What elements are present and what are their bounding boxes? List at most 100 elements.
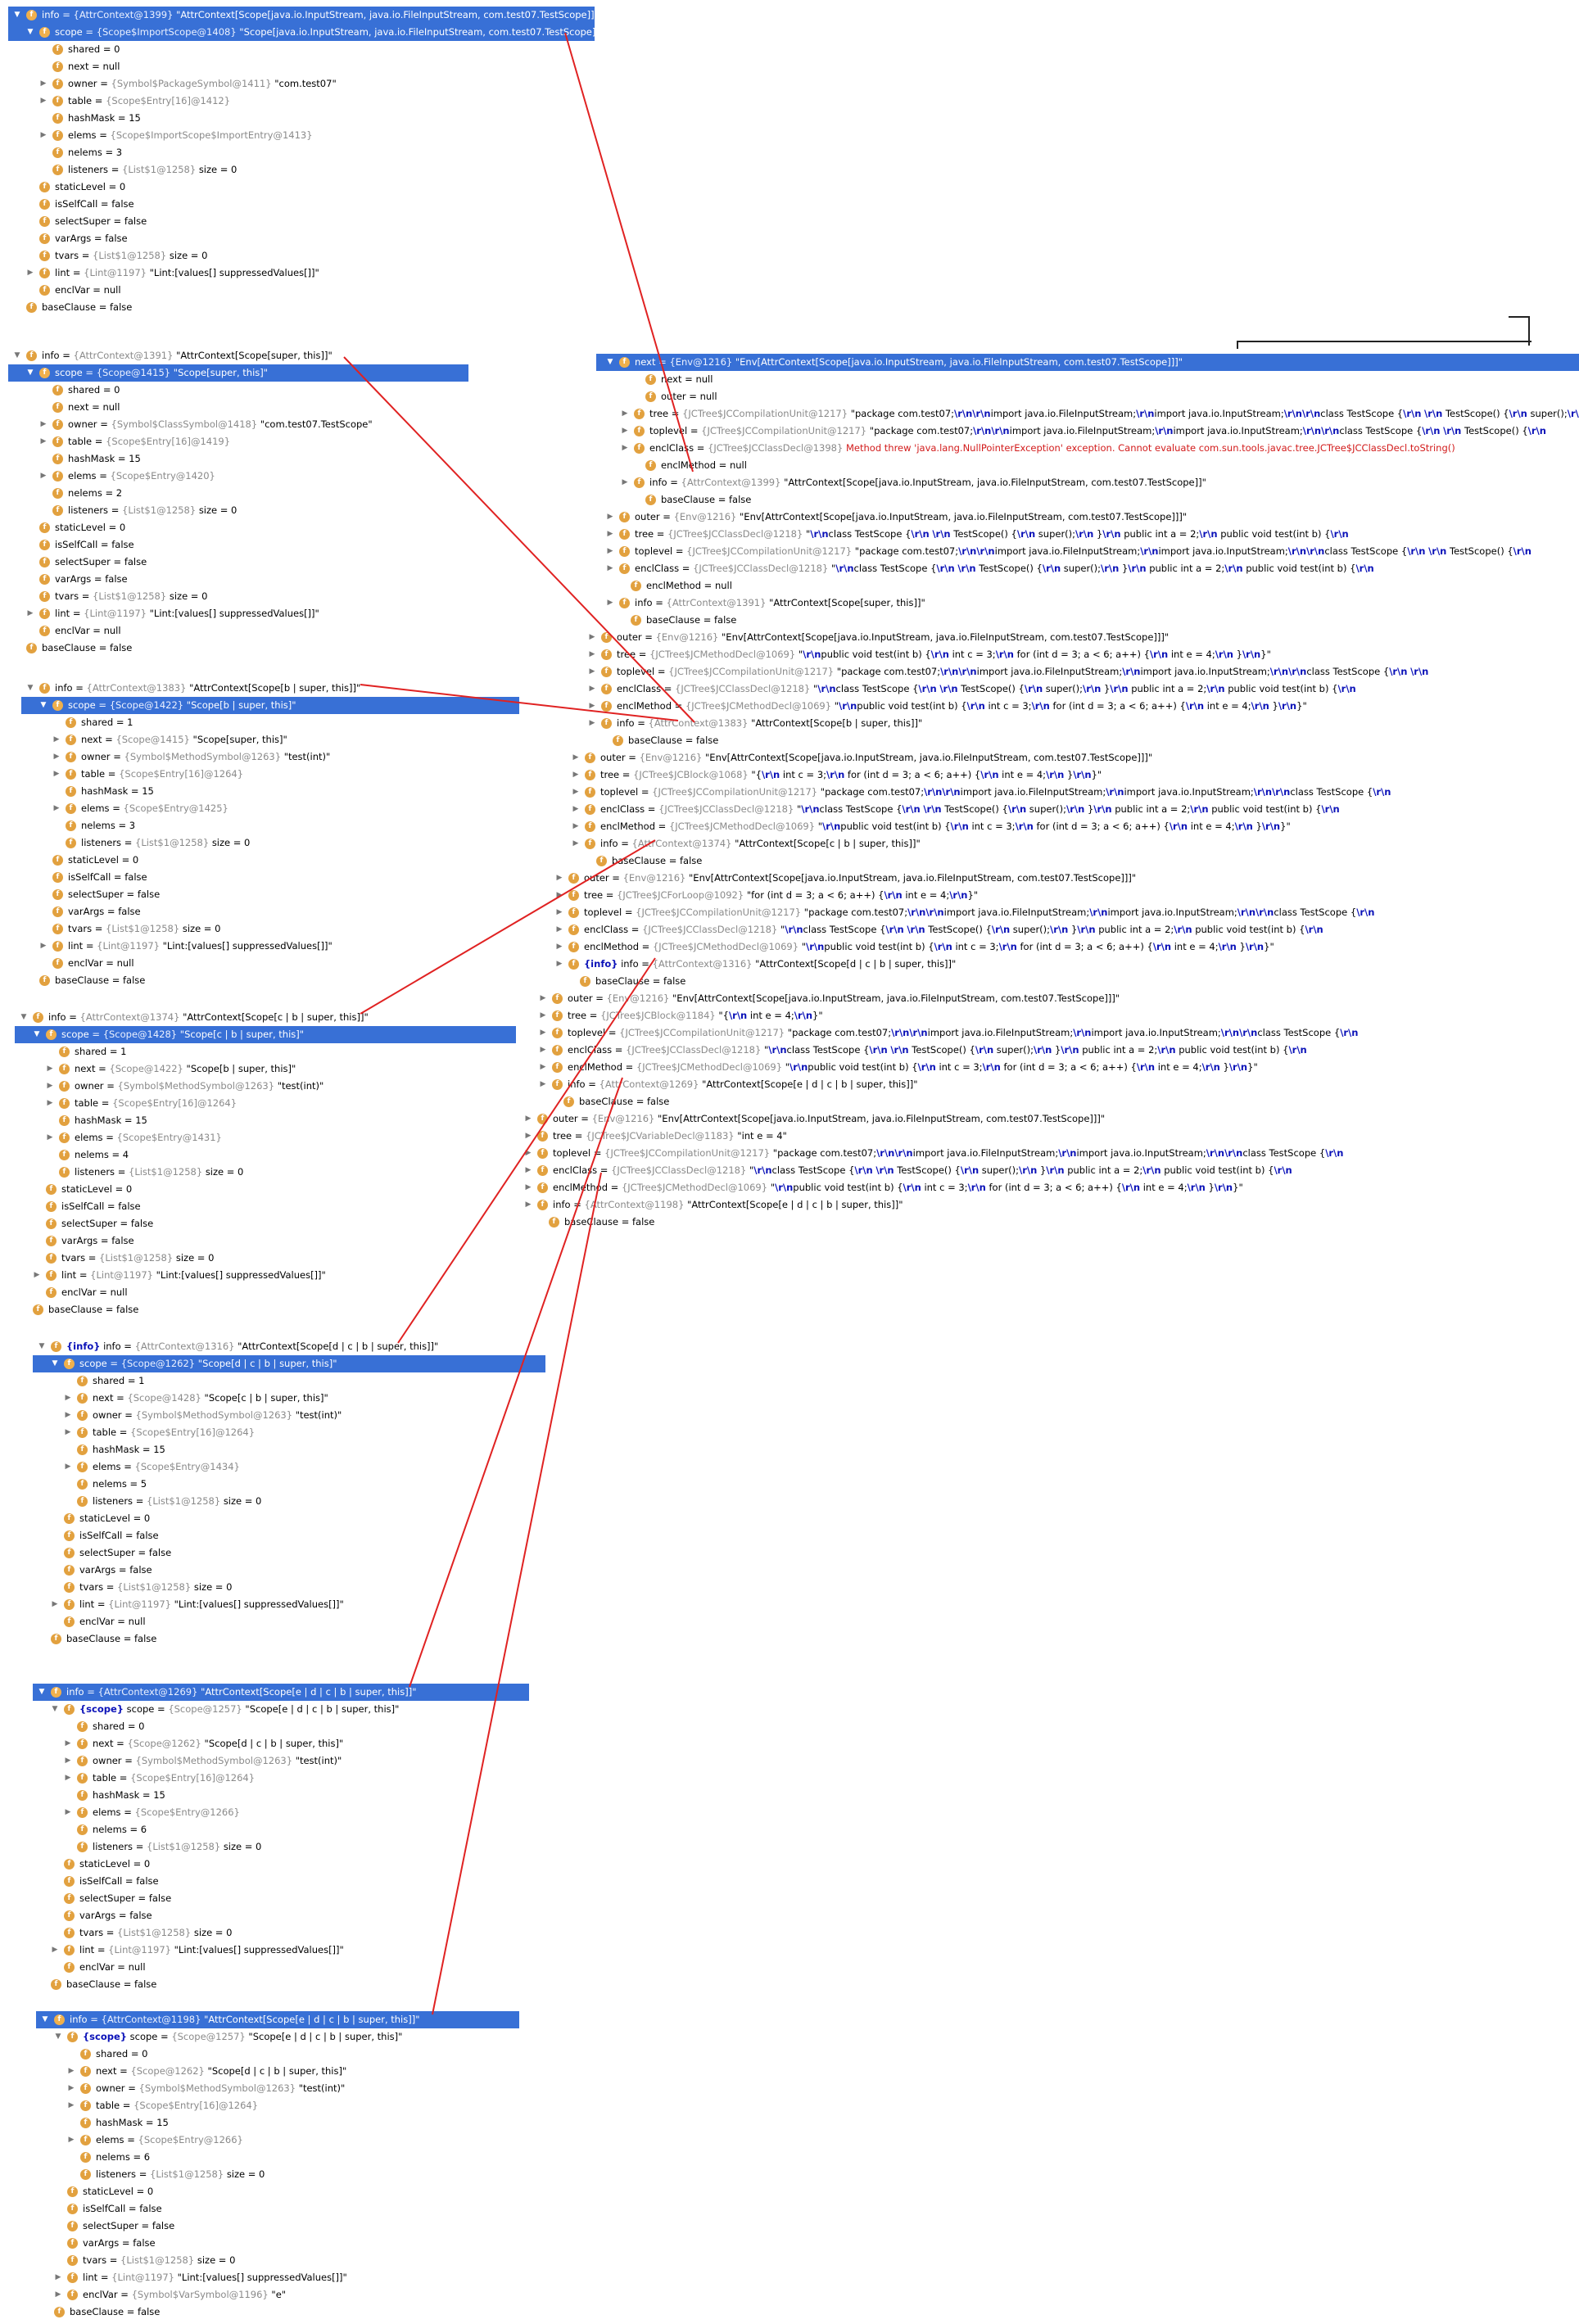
triangle-right-icon[interactable]: ▶ <box>589 719 595 727</box>
triangle-right-icon[interactable]: ▶ <box>55 2290 61 2299</box>
triangle-right-icon[interactable]: ▶ <box>47 1133 53 1142</box>
triangle-right-icon[interactable]: ▶ <box>65 1808 71 1816</box>
triangle-down-icon[interactable]: ▼ <box>42 2015 48 2023</box>
triangle-right-icon[interactable]: ▶ <box>540 1080 546 1088</box>
triangle-right-icon[interactable]: ▶ <box>27 609 34 617</box>
triangle-right-icon[interactable]: ▶ <box>556 943 563 951</box>
triangle-right-icon[interactable]: ▶ <box>40 131 47 139</box>
triangle-right-icon[interactable]: ▶ <box>55 2273 61 2281</box>
triangle-down-icon[interactable]: ▼ <box>38 1688 45 1696</box>
triangle-right-icon[interactable]: ▶ <box>589 667 595 676</box>
tree-row-scope[interactable]: ▼f{scope} scope = {Scope@1257} "Scope[e … <box>36 2028 519 2046</box>
triangle-right-icon[interactable]: ▶ <box>572 805 579 813</box>
triangle-right-icon[interactable]: ▶ <box>540 1029 546 1037</box>
triangle-down-icon[interactable]: ▼ <box>40 701 47 709</box>
triangle-right-icon[interactable]: ▶ <box>540 1011 546 1020</box>
triangle-right-icon[interactable]: ▶ <box>65 1428 71 1436</box>
triangle-right-icon[interactable]: ▶ <box>622 409 628 418</box>
triangle-right-icon[interactable]: ▶ <box>556 908 563 916</box>
triangle-right-icon[interactable]: ▶ <box>65 1757 71 1765</box>
triangle-down-icon[interactable]: ▼ <box>55 2032 61 2041</box>
triangle-down-icon[interactable]: ▼ <box>14 351 20 359</box>
triangle-right-icon[interactable]: ▶ <box>607 513 613 521</box>
tree-row-info[interactable]: ▶f{info} info = {AttrContext@1316} "Attr… <box>0 956 1579 973</box>
triangle-right-icon[interactable]: ▶ <box>589 685 595 693</box>
triangle-right-icon[interactable]: ▶ <box>589 633 595 641</box>
triangle-right-icon[interactable]: ▶ <box>572 753 579 762</box>
triangle-down-icon[interactable]: ▼ <box>20 1013 27 1021</box>
triangle-right-icon[interactable]: ▶ <box>525 1115 532 1123</box>
triangle-right-icon[interactable]: ▶ <box>68 2067 75 2075</box>
triangle-right-icon[interactable]: ▶ <box>622 427 628 435</box>
triangle-right-icon[interactable]: ▶ <box>52 1600 58 1608</box>
triangle-right-icon[interactable]: ▶ <box>65 1411 71 1419</box>
